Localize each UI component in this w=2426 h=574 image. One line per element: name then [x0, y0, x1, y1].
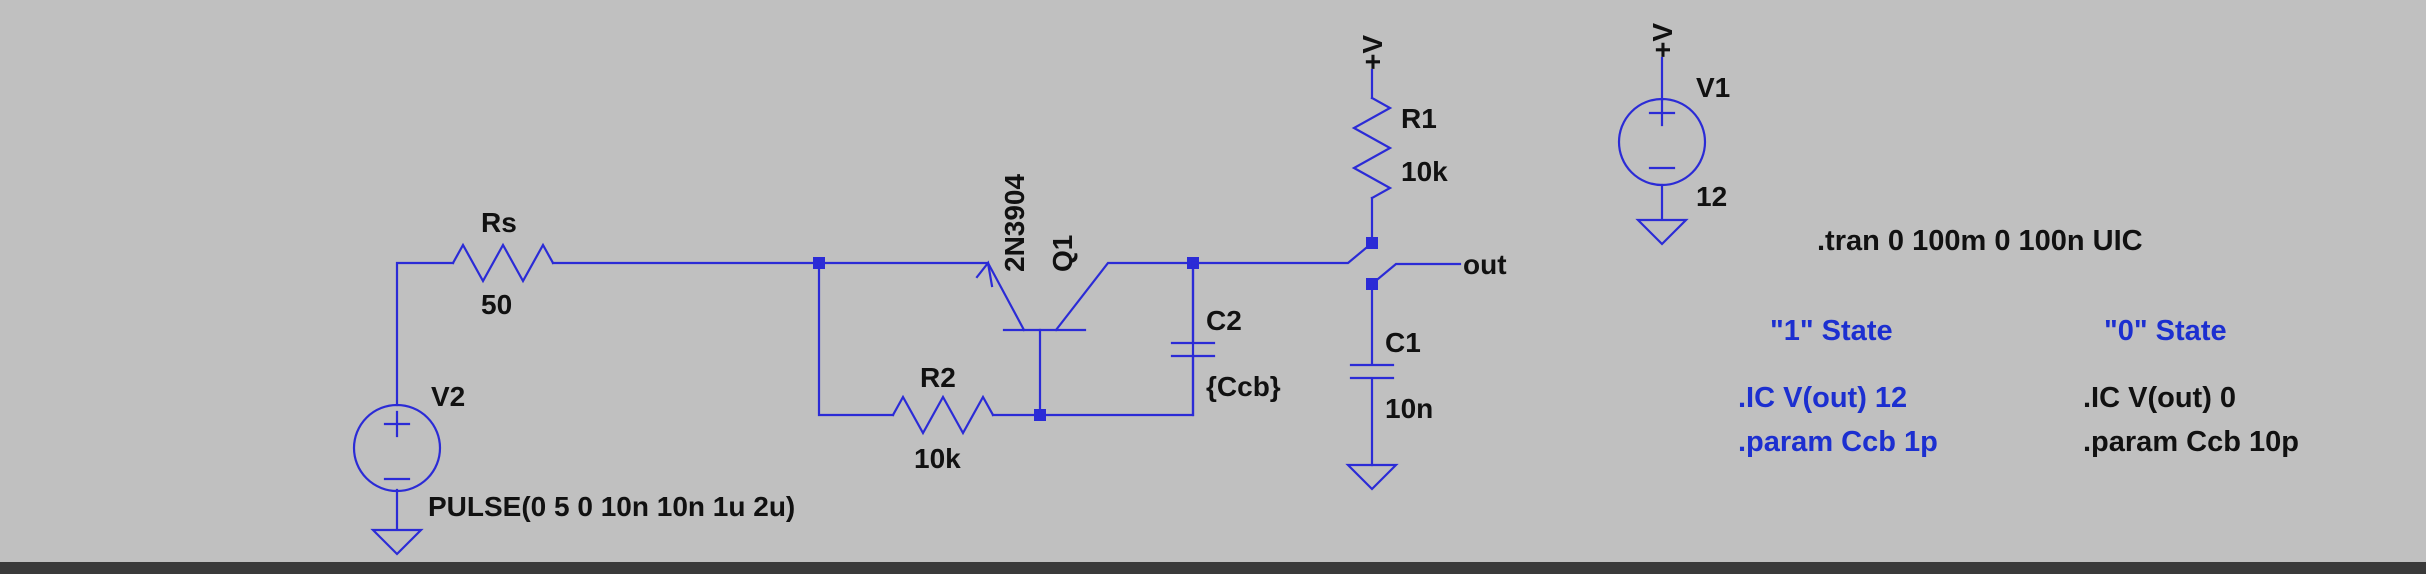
- v2-source[interactable]: [352, 403, 442, 556]
- wire-r2-to-base[interactable]: [991, 261, 1195, 417]
- q1-model: 2N3904: [999, 173, 1030, 272]
- state0-ic[interactable]: .IC V(out) 0: [2083, 382, 2236, 414]
- v1-name: V1: [1696, 72, 1730, 103]
- wire-v2-to-rs[interactable]: [395, 261, 455, 407]
- v2-value: PULSE(0 5 0 10n 10n 1u 2u): [428, 491, 795, 522]
- directive-tran[interactable]: .tran 0 100m 0 100n UIC: [1817, 225, 2143, 257]
- resistor-r1[interactable]: [1351, 96, 1393, 200]
- state1-title[interactable]: "1" State: [1770, 315, 1893, 347]
- rs-name: Rs: [481, 207, 517, 238]
- resistor-rs[interactable]: [451, 242, 555, 284]
- c1-name: C1: [1385, 327, 1421, 358]
- capacitor-c1[interactable]: [1345, 282, 1399, 491]
- state0-param[interactable]: .param Ccb 10p: [2083, 426, 2299, 458]
- junction-r1-bottom: [1366, 237, 1378, 249]
- wire-r2-loop[interactable]: [817, 261, 895, 417]
- r2-name: R2: [920, 362, 956, 393]
- capacitor-c2[interactable]: [1170, 261, 1216, 417]
- v1-value: 12: [1696, 181, 1727, 212]
- v2-name: V2: [431, 381, 465, 412]
- r1-name: R1: [1401, 103, 1437, 134]
- v1-source[interactable]: [1617, 97, 1707, 246]
- state0-title[interactable]: "0" State: [2104, 315, 2227, 347]
- transistor-q1[interactable]: [975, 260, 1195, 417]
- r1-value: 10k: [1401, 156, 1448, 187]
- c2-value: {Ccb}: [1206, 371, 1281, 402]
- net-label-out: out: [1463, 249, 1507, 280]
- net-label-vplus-v1: +V: [1647, 23, 1678, 58]
- status-bar: [0, 562, 2426, 574]
- wire-out[interactable]: [1370, 262, 1462, 286]
- q1-name: Q1: [1047, 235, 1078, 272]
- resistor-r2[interactable]: [891, 394, 995, 436]
- r2-value: 10k: [914, 443, 961, 474]
- rs-value: 50: [481, 289, 512, 320]
- c2-name: C2: [1206, 305, 1242, 336]
- net-label-vplus-r1: +V: [1357, 35, 1388, 70]
- wire-collector-to-r1[interactable]: [1191, 241, 1374, 265]
- state1-param[interactable]: .param Ccb 1p: [1738, 426, 1938, 458]
- c1-value: 10n: [1385, 393, 1433, 424]
- state1-ic[interactable]: .IC V(out) 12: [1738, 382, 1907, 414]
